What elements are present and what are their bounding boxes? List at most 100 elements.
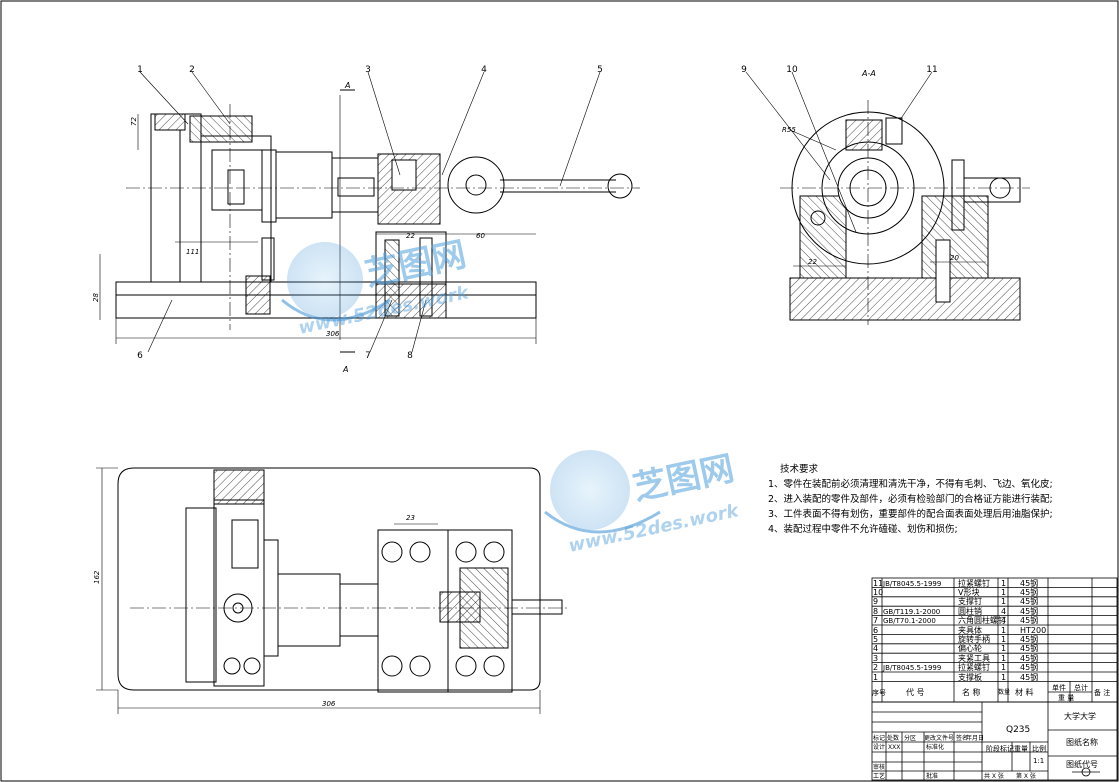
bom-no: 3 <box>873 654 879 663</box>
dim-front-width: 306 <box>326 330 340 338</box>
tb-design-value: XXX <box>888 744 901 751</box>
requirement-line-1: 1、零件在装配前必须清理和清洗干净，不得有毛刺、飞边、氧化皮; <box>768 479 1053 490</box>
tb-count-label: 处数 <box>887 735 900 742</box>
tb-stage-label: 阶段标记 <box>986 745 1014 753</box>
bom-mat: 45钢 <box>1020 635 1039 644</box>
dim-front-height: 28 <box>92 293 100 302</box>
bom-mat: 45钢 <box>1020 597 1039 606</box>
title-block-frame <box>871 701 1118 781</box>
requirement-line-2: 2、进入装配的零件及部件，必须有检验部门的合格证方能进行装配; <box>768 494 1053 505</box>
section-marker-top: A <box>344 81 350 90</box>
bom-name: 拉紧螺钉 <box>958 579 990 588</box>
tb-std-label: 标准化 <box>926 744 945 751</box>
bom-qty: 4 <box>1001 607 1007 616</box>
bom-qty: 1 <box>1001 663 1007 672</box>
section-marker-bottom: A <box>342 365 348 374</box>
dim-radius: R55 <box>782 126 796 134</box>
requirement-line-4: 4、装配过程中零件不允许磕碰、划伤和损伤; <box>768 524 958 535</box>
bom-no: 1 <box>873 673 879 682</box>
bom-qty: 1 <box>1001 654 1007 663</box>
dim-front-60: 60 <box>476 232 485 240</box>
bom-qty: 1 <box>1001 626 1007 635</box>
tb-mark-label: 标记 <box>873 735 886 742</box>
dim-front-22: 22 <box>406 232 415 240</box>
bom-qty: 1 <box>1001 644 1007 653</box>
balloon-9: 9 <box>741 65 747 75</box>
bom-header-weight: 重 量 <box>1058 694 1075 702</box>
bom-qty: 4 <box>1001 616 1007 625</box>
tb-material: Q235 <box>1006 725 1031 735</box>
bom-name: 夹具体 <box>958 626 982 635</box>
balloon-3: 3 <box>365 65 371 75</box>
tb-zone-label: 分区 <box>904 735 917 742</box>
bom-name: 圆柱销 <box>958 607 982 616</box>
tb-design-label: 设计 <box>873 744 886 751</box>
bom-mat: 45钢 <box>1020 588 1039 597</box>
dim-front-72: 72 <box>130 117 138 126</box>
bom-no: 9 <box>873 597 879 606</box>
dim-plan-height: 162 <box>93 570 101 584</box>
bom-std: GB/T70.1-2000 <box>883 617 936 625</box>
bom-name: 支撑板 <box>958 673 982 682</box>
balloon-7: 7 <box>365 351 371 361</box>
bom-header-qty: 数量 <box>998 689 1011 696</box>
tb-sign-label: 签名 <box>956 735 969 742</box>
balloon-11: 11 <box>926 65 937 75</box>
bom-no: 2 <box>873 663 879 672</box>
bom-name: 支撑钉 <box>958 597 982 606</box>
tb-scale: 1:1 <box>1033 757 1045 765</box>
bom-mat: 45钢 <box>1020 616 1039 625</box>
bom-name: 拉紧螺钉 <box>958 663 990 672</box>
bom-mat: 45钢 <box>1020 644 1039 653</box>
technical-requirements: 技术要求 1、零件在装配前必须清理和清洗干净，不得有毛刺、飞边、氧化皮; 2、进… <box>768 462 1113 537</box>
bom-mat: 45钢 <box>1020 654 1039 663</box>
bom-qty: 1 <box>1001 579 1007 588</box>
balloon-10: 10 <box>786 65 798 75</box>
bom-mat: 45钢 <box>1020 673 1039 682</box>
tb-sheet-no: 第 X 张 <box>1016 773 1036 780</box>
tb-approve-label: 批准 <box>926 773 939 780</box>
bom-no: 7 <box>873 616 879 625</box>
bom-name: 旋转手柄 <box>958 635 990 644</box>
tb-school: 大学大学 <box>1064 712 1096 721</box>
bom-name: 夹紧工具 <box>958 654 990 663</box>
dim-front-111: 111 <box>186 248 199 256</box>
section-view <box>745 71 1030 325</box>
requirements-title: 技术要求 <box>780 464 819 475</box>
tb-scale-label: 比例 <box>1032 745 1046 753</box>
plan-view <box>96 467 570 714</box>
bom-no: 4 <box>873 644 879 653</box>
tb-process-label: 工艺 <box>873 773 886 780</box>
bom-no: 6 <box>873 626 879 635</box>
section-title: A-A <box>861 69 876 78</box>
bom-std: GB/T119.1-2000 <box>883 608 941 616</box>
tb-change-label: 更改文件号 <box>924 735 955 742</box>
balloon-6: 6 <box>137 351 143 361</box>
bom-header-note: 备 注 <box>1094 689 1111 697</box>
bom-no: 11 <box>873 579 884 588</box>
tb-review-label: 审核 <box>873 764 886 771</box>
requirement-line-3: 3、工件表面不得有划伤，重要部件的配合面表面处理后用油脂保护; <box>768 509 1053 520</box>
bom-no: 5 <box>873 635 879 644</box>
tb-weight-label: 重量 <box>1014 745 1028 753</box>
bom-qty: 1 <box>1001 635 1007 644</box>
watermark-brand-2: 芝图网 <box>630 448 738 508</box>
bom-std: JB/T8045.5-1999 <box>883 580 942 588</box>
bom-mat: HT200 <box>1020 626 1047 635</box>
tb-date-label: 年月日 <box>966 735 985 742</box>
bom-mat: 45钢 <box>1020 663 1039 672</box>
bom-header-no: 序号 <box>872 689 886 697</box>
tb-drawing-code: 图纸代号 <box>1066 760 1098 769</box>
watermark-logo <box>281 242 661 534</box>
bom-header-mat: 材 料 <box>1015 688 1034 697</box>
bom-mat: 45钢 <box>1020 579 1039 588</box>
balloon-4: 4 <box>481 65 487 75</box>
bom-no: 10 <box>873 588 884 597</box>
bom-qty: 1 <box>1001 673 1007 682</box>
bom-std: JB/T8045.5-1999 <box>883 664 942 672</box>
bom-header-name: 名 称 <box>962 688 981 697</box>
balloon-2: 2 <box>189 65 195 75</box>
bom-mat: 45钢 <box>1020 607 1039 616</box>
bom-qty: 1 <box>1001 597 1007 606</box>
